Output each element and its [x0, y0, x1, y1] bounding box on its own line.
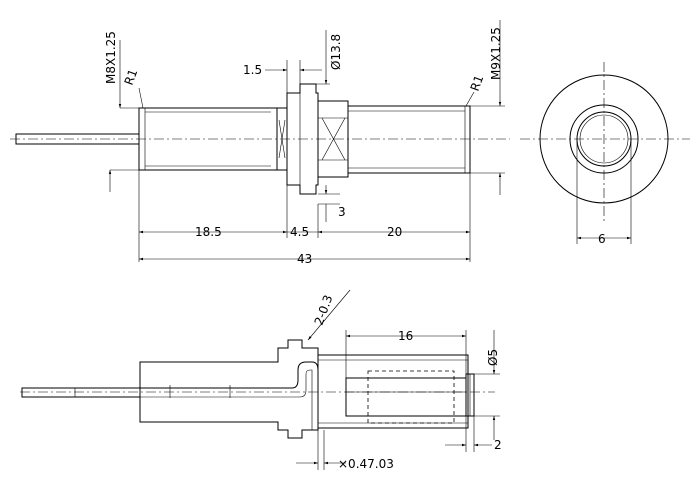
length-right-label: 20 — [387, 225, 402, 239]
inner-diameter-label: 6 — [598, 232, 606, 246]
bore-diameter-label: Ø5 — [486, 349, 500, 366]
slot-spec-label: 2-0.3 — [312, 293, 336, 327]
bore-length-label: 16 — [398, 329, 413, 343]
flange-thickness-label: 1.5 — [243, 63, 262, 77]
flange-diameter-label: Ø13.8 — [329, 34, 343, 70]
radius-right-label: R1 — [468, 73, 487, 93]
section-view: 2-0.3 16 Ø5 2 ×0.47.03 — [20, 289, 502, 471]
thread-right-label: M9X1.25 — [489, 27, 503, 80]
length-left-label: 18.5 — [195, 225, 222, 239]
length-total-label: 43 — [297, 252, 312, 266]
tip-length-label: 2 — [494, 438, 502, 452]
step-height-label: 3 — [338, 205, 346, 219]
front-view: M8X1.25 R1 1.5 Ø13.8 3 M9X1.25 R1 — [10, 20, 510, 266]
radius-left-label: R1 — [122, 67, 141, 87]
end-view: 6 — [520, 62, 690, 246]
thread-left-label: M8X1.25 — [104, 31, 118, 84]
length-mid-label: 4.5 — [290, 225, 309, 239]
wire-spec-label: ×0.47.03 — [338, 457, 394, 471]
